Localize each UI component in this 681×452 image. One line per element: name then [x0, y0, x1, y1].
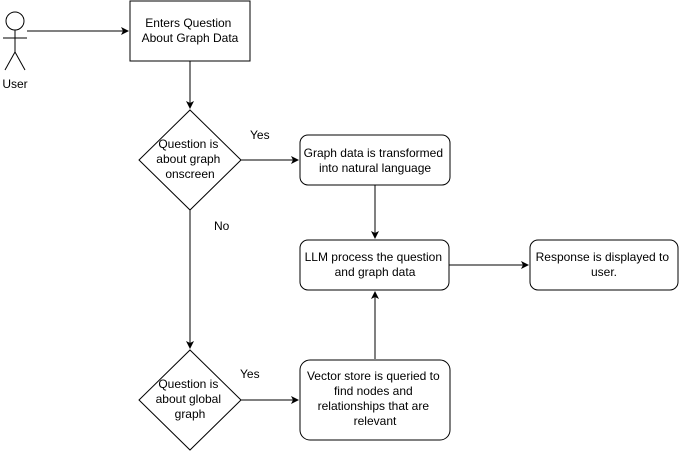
decision-global-line: Question is: [158, 377, 218, 391]
node-llm-process-line: LLM process the question: [305, 250, 442, 264]
node-llm-process-box: [299, 239, 450, 291]
actor-left-leg: [4, 51, 16, 71]
edge-label-global-yes: Yes: [240, 367, 260, 381]
node-response-box: [529, 239, 679, 291]
node-enter-question-line: About Graph Data: [142, 31, 239, 45]
edge-label-onscreen-no: No: [214, 219, 230, 233]
svg-text:Enters Question About Gr: Enters Question About Graph Data: [142, 16, 239, 45]
decision-onscreen-diamond: [138, 109, 242, 211]
node-vector-store-line: relationships that are: [318, 399, 430, 413]
actor-right-leg: [14, 51, 26, 71]
decision-onscreen-line: Question is: [158, 137, 218, 151]
node-transform-graph-box: [299, 134, 451, 186]
decision-global: Question is about global graph: [138, 349, 242, 451]
svg-text:LLM process the question: LLM process the question and graph data: [305, 250, 446, 279]
node-llm-process-line: and graph data: [335, 265, 416, 279]
svg-text:Vector store is queried to: Vector store is queried to find nodes an…: [307, 369, 443, 428]
node-enter-question-box: [129, 0, 251, 62]
node-enter-question-line: Enters Question: [145, 16, 231, 30]
actor-head: [5, 11, 25, 31]
node-enter-question: Enters Question About Graph Data: [129, 0, 251, 62]
edge-label-onscreen-yes: Yes: [250, 128, 270, 142]
node-vector-store-box: [299, 359, 451, 441]
user-actor: User: [2, 11, 28, 91]
svg-text:Question is about graph: Question is about graph onscreen: [156, 137, 223, 181]
node-vector-store-line: find nodes and: [334, 384, 413, 398]
decision-onscreen-line: about graph: [156, 152, 220, 166]
svg-text:Response is displayed to: Response is displayed to user.: [536, 250, 673, 279]
node-transform-graph: Graph data is transformed into natural l…: [299, 134, 451, 186]
node-transform-graph-line: into natural language: [319, 161, 431, 175]
decision-global-diamond: [138, 349, 242, 451]
node-response: Response is displayed to user.: [529, 239, 679, 291]
svg-text:Question is about global: Question is about global graph: [156, 377, 225, 421]
node-response-line: user.: [591, 265, 617, 279]
decision-global-line: graph: [175, 407, 206, 421]
decision-onscreen: Question is about graph onscreen: [138, 109, 242, 211]
node-response-line: Response is displayed to: [536, 250, 670, 264]
node-vector-store-line: Vector store is queried to: [307, 369, 440, 383]
node-vector-store: Vector store is queried to find nodes an…: [299, 359, 451, 441]
decision-global-line: about global: [156, 392, 221, 406]
decision-onscreen-line: onscreen: [165, 167, 214, 181]
svg-text:Graph data is transformed: Graph data is transformed into natural l…: [304, 146, 447, 175]
node-llm-process: LLM process the question and graph data: [299, 239, 450, 291]
actor-label: User: [2, 77, 27, 91]
node-transform-graph-line: Graph data is transformed: [304, 146, 443, 160]
edges: [27, 27, 529, 404]
node-vector-store-line: relevant: [354, 414, 397, 428]
